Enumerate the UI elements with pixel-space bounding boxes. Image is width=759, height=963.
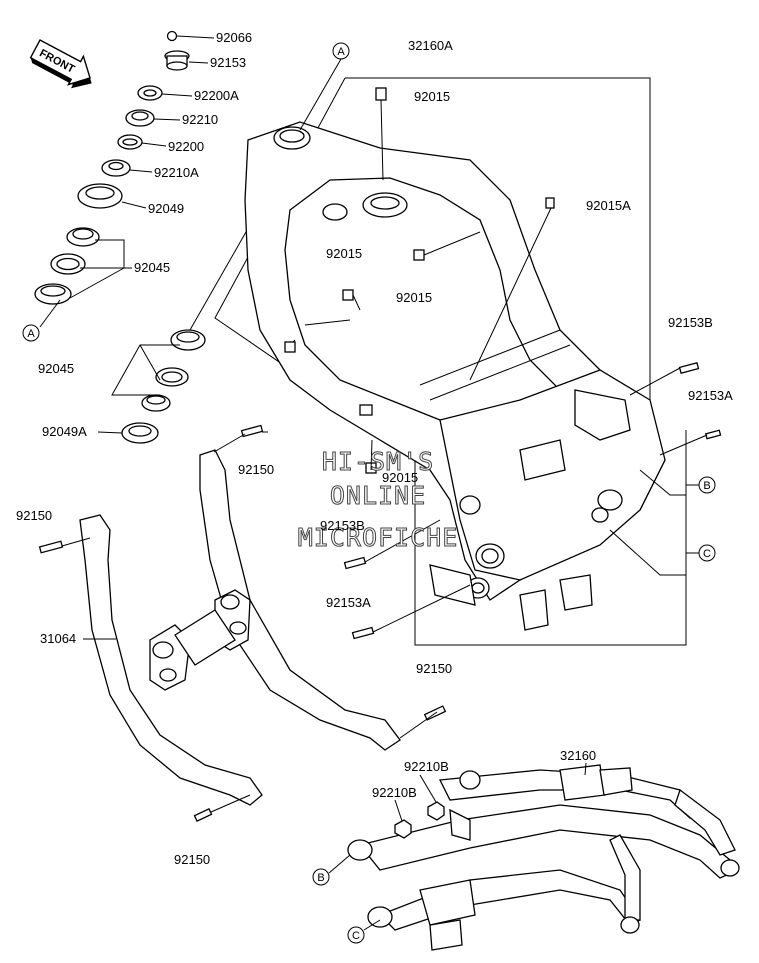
watermark-line-2: ONLINE [330, 481, 426, 510]
steering-stem-parts [34, 30, 206, 444]
label-92015-top: 92015 [414, 89, 450, 104]
front-arrow-icon: FRONT [29, 39, 92, 89]
label-31064: 31064 [40, 631, 76, 646]
down-tube-brackets [38, 87, 722, 822]
label-92150-bottom: 92150 [174, 852, 210, 867]
label-32160: 32160 [560, 748, 596, 763]
label-92049: 92049 [148, 201, 184, 216]
sub-frame-32160 [347, 762, 740, 951]
stem-leader-lines [39, 35, 251, 434]
marker-b-bottom: B [317, 872, 324, 884]
label-92150-lower: 92150 [416, 661, 452, 676]
label-92015-right: 92015 [396, 290, 432, 305]
label-92153B-center: 92153B [320, 518, 365, 533]
watermark-line-1: HI-SM'S [322, 447, 434, 476]
label-92045-mid: 92045 [38, 361, 74, 376]
watermark-line-3: MICROFICHE [298, 523, 459, 552]
part-labels: 92066 92153 92200A 92210 92200 92210A 92… [16, 30, 733, 867]
marker-a-left: A [27, 328, 35, 340]
circle-markers: A A B C B C [22, 42, 716, 944]
label-92153B-right: 92153B [668, 315, 713, 330]
main-frame-32160A [214, 77, 687, 646]
marker-c-right: C [703, 548, 711, 560]
marker-c-bottom: C [352, 930, 360, 942]
label-92200A: 92200A [194, 88, 239, 103]
label-92150-center: 92150 [238, 462, 274, 477]
label-92066: 92066 [216, 30, 252, 45]
label-32160A: 32160A [408, 38, 453, 53]
label-92210B-b: 92210B [372, 785, 417, 800]
label-92045-top: 92045 [134, 260, 170, 275]
label-92210B-a: 92210B [404, 759, 449, 774]
label-92049A: 92049A [42, 424, 87, 439]
label-92153A-right: 92153A [688, 388, 733, 403]
label-92200: 92200 [168, 139, 204, 154]
label-92210: 92210 [182, 112, 218, 127]
watermark: HI-SM'S ONLINE MICROFICHE [297, 447, 459, 553]
label-92153: 92153 [210, 55, 246, 70]
marker-a-top: A [337, 46, 345, 58]
label-92210A: 92210A [154, 165, 199, 180]
label-92015-bottom: 92015 [382, 470, 418, 485]
label-92015-left: 92015 [326, 246, 362, 261]
marker-b-right: B [703, 480, 710, 492]
label-92015A: 92015A [586, 198, 631, 213]
label-92153A-center: 92153A [326, 595, 371, 610]
label-92150-left: 92150 [16, 508, 52, 523]
